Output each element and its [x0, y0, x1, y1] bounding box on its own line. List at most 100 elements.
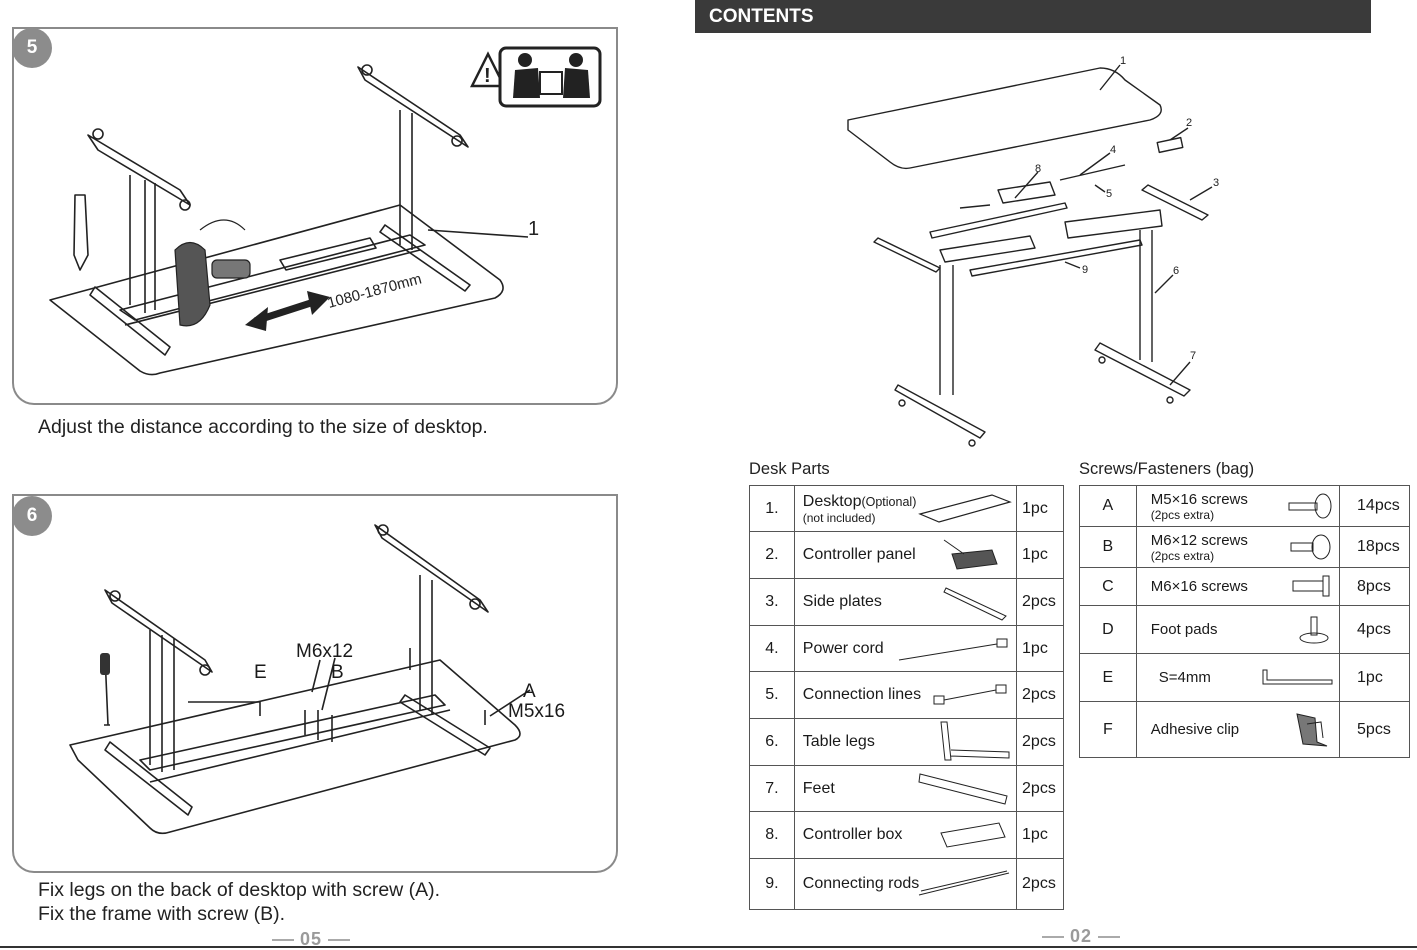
table-row: C M6×16 screws 8pcs — [1079, 567, 1410, 606]
step6-label-e: E — [254, 662, 267, 683]
screw-m6-icon — [1290, 534, 1331, 560]
callout-9: 9 — [1082, 264, 1088, 276]
callout-5: 5 — [1106, 188, 1112, 200]
controller-box-icon — [940, 822, 1006, 848]
part-qty: 1pc — [1016, 531, 1064, 579]
part-number: 2. — [749, 531, 795, 579]
fasteners-table: A M5×16 screws (2pcs extra) 14pcs B M6×1… — [1079, 485, 1410, 758]
page-number-left: 05 — [266, 929, 356, 950]
fastener-letter: D — [1079, 605, 1137, 654]
foot-icon — [918, 772, 1008, 805]
connecting-rod-icon — [918, 870, 1010, 896]
table-row: 1. Desktop(Optional) (not included) 1pc — [749, 485, 1064, 532]
fastener-name: Foot pads — [1150, 620, 1218, 638]
fastener-letter: B — [1079, 526, 1137, 568]
part-qty: 1pc — [1016, 625, 1064, 672]
part-name: Controller panel — [802, 546, 916, 563]
connection-line-icon — [933, 684, 1007, 705]
side-plate-icon — [943, 587, 1007, 621]
hex-key-icon — [1262, 669, 1333, 684]
desk-parts-title: Desk Parts — [749, 460, 830, 478]
step6-caption-line2: Fix the frame with screw (B). — [38, 903, 286, 925]
part-name: Power cord — [802, 639, 884, 657]
controller-panel-icon — [943, 539, 998, 570]
part-name: Side plates — [802, 593, 882, 610]
page-number-right: 02 — [1036, 926, 1126, 947]
part-qty: 2pcs — [1016, 765, 1064, 812]
step6-caption-line1: Fix legs on the back of desktop with scr… — [38, 879, 441, 901]
fastener-note: (2pcs extra) — [1150, 548, 1215, 563]
part-qty: 1pc — [1016, 485, 1064, 532]
part-number: 7. — [749, 765, 795, 812]
table-leg-icon — [940, 721, 1010, 761]
fastener-qty: 5pcs — [1339, 701, 1410, 758]
part-qty: 2pcs — [1016, 671, 1064, 719]
foot-pad-icon — [1299, 616, 1329, 643]
table-row: 4. Power cord 1pc — [749, 625, 1064, 672]
fastener-letter: A — [1079, 485, 1137, 527]
part-qty: 2pcs — [1016, 718, 1064, 766]
part-number: 5. — [749, 671, 795, 719]
page-bottom-rule — [0, 946, 1417, 948]
callout-6: 6 — [1173, 265, 1179, 277]
screw-m5-icon — [1288, 493, 1332, 519]
step6-label-m6x12: M6x12 — [296, 641, 354, 662]
part-number: 4. — [749, 625, 795, 672]
fastener-letter: F — [1079, 701, 1137, 758]
desk-parts-table: 1. Desktop(Optional) (not included) 1pc … — [749, 485, 1064, 910]
fastener-qty: 4pcs — [1339, 605, 1410, 654]
desktop-icon — [918, 493, 1012, 523]
fastener-qty: 1pc — [1339, 653, 1410, 702]
step5-dimension: 1080-1870mm — [326, 270, 424, 311]
fastener-name: M6×16 screws — [1150, 577, 1248, 595]
step5-badge: 5 — [12, 28, 52, 68]
part-number: 1. — [749, 485, 795, 532]
step5-panel — [12, 27, 618, 405]
table-row: E S=4mm 1pc — [1079, 653, 1410, 702]
part-suffix: (Optional) — [861, 494, 917, 509]
step5-illustration: 1080-1870mm 1 — [49, 64, 539, 376]
contents-header: CONTENTS — [695, 0, 1371, 33]
fastener-qty: 18pcs — [1339, 526, 1410, 568]
table-row: 2. Controller panel 1pc — [749, 531, 1064, 579]
part-name: Table legs — [802, 733, 875, 750]
fastener-name: S=4mm — [1158, 668, 1211, 686]
fasteners-title: Screws/Fasteners (bag) — [1079, 460, 1255, 478]
two-person-lift-icon: ! — [470, 46, 602, 108]
fastener-letter: E — [1079, 653, 1137, 702]
exploded-desk-diagram: 1 2 3 4 5 6 7 8 9 — [847, 55, 1219, 447]
table-row: 9. Connecting rods 2pcs — [749, 858, 1064, 910]
step6-illustration — [69, 524, 531, 835]
callout-2: 2 — [1186, 117, 1192, 129]
step6-label-m5x16: M5x16 — [508, 701, 566, 722]
part-qty: 2pcs — [1016, 578, 1064, 626]
step6-label-a: A — [523, 681, 536, 702]
part-name: Desktop — [802, 492, 862, 510]
part-name: Connection lines — [802, 686, 922, 703]
fastener-qty: 14pcs — [1339, 485, 1410, 527]
fastener-qty: 8pcs — [1339, 567, 1410, 606]
table-row: 6. Table legs 2pcs — [749, 718, 1064, 766]
fastener-name: M6×12 screws — [1150, 531, 1248, 549]
part-number: 3. — [749, 578, 795, 626]
callout-7: 7 — [1190, 350, 1196, 362]
part-number: 9. — [749, 858, 795, 910]
fastener-letter: C — [1079, 567, 1137, 606]
adhesive-clip-icon — [1296, 712, 1328, 746]
table-row: 8. Controller box 1pc — [749, 811, 1064, 859]
callout-1: 1 — [1120, 55, 1126, 67]
part-note: (not included) — [802, 510, 876, 525]
table-row: F Adhesive clip 5pcs — [1079, 701, 1410, 758]
part-name: Connecting rods — [802, 875, 920, 892]
step5-callout: 1 — [528, 218, 539, 240]
part-qty: 1pc — [1016, 811, 1064, 859]
part-name: Feet — [802, 779, 835, 797]
svg-text:!: ! — [484, 65, 491, 87]
table-row: B M6×12 screws (2pcs extra) 18pcs — [1079, 526, 1410, 568]
table-row: 7. Feet 2pcs — [749, 765, 1064, 812]
part-number: 6. — [749, 718, 795, 766]
step6-panel — [12, 494, 618, 873]
table-row: A M5×16 screws (2pcs extra) 14pcs — [1079, 485, 1410, 527]
part-number: 8. — [749, 811, 795, 859]
screw-m6-long-icon — [1292, 575, 1330, 596]
